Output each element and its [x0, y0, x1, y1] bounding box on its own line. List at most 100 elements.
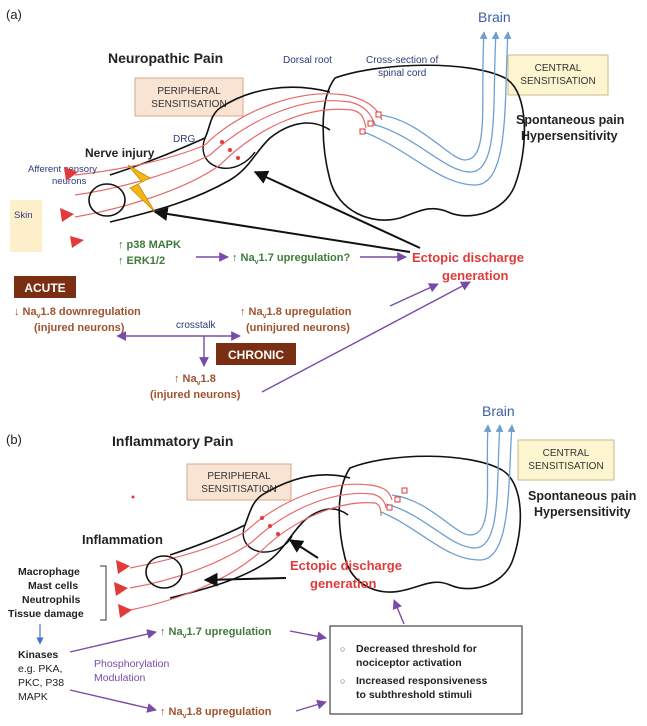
nerve-ending-b1	[116, 560, 130, 574]
panel-a-title: Neuropathic Pain	[108, 50, 223, 66]
panel-a-brain-label: Brain	[478, 9, 511, 25]
skin-label: Skin	[14, 210, 32, 221]
arrow-kinase-to-nav17-b	[70, 632, 156, 652]
nerve-ending-a2	[60, 208, 74, 222]
hypersensitivity-label: Hypersensitivity	[521, 129, 618, 143]
nav18-injured-line2: (injured neurons)	[150, 389, 241, 401]
drg-dot-1	[220, 140, 224, 144]
nav18-injured-label: ↑ Nav1.8	[174, 373, 216, 387]
kinases-example-line2: PKC, P38	[18, 677, 64, 689]
spontaneous-pain-label: Spontaneous pain	[516, 113, 624, 127]
panel-b-brain-label: Brain	[482, 403, 515, 419]
tissue-damage-label: Tissue damage	[8, 608, 84, 620]
mast-cells-label: Mast cells	[28, 580, 78, 592]
ascending-fiber-1	[380, 32, 484, 160]
panel-b-title: Inflammatory Pain	[112, 433, 233, 449]
erk-label: ↑ ERK1/2	[118, 255, 165, 267]
ectopic-discharge-b-line1: Ectopic discharge	[290, 558, 402, 573]
nerve-ending-b3	[118, 604, 132, 618]
drg-dot-3	[236, 156, 240, 160]
dorsal-root-label: Dorsal root	[283, 55, 332, 66]
synapse-markers-b	[387, 488, 407, 510]
arrow-ectopic-to-injury	[155, 212, 410, 252]
central-sensitisation-line2: SENSITISATION	[520, 76, 595, 87]
cross-section-label-line2: spinal cord	[378, 68, 426, 79]
central-sensitisation-box-b	[518, 440, 614, 480]
arrow-nav17-to-box	[290, 631, 326, 638]
arrow-ectopic-b-to-drg	[290, 540, 318, 558]
drg-label: DRG	[173, 134, 195, 145]
drg-dot-b2	[268, 524, 272, 528]
peripheral-sensitisation-box	[135, 78, 243, 116]
drg-outline	[203, 138, 255, 168]
ectopic-discharge-label-line2: generation	[442, 268, 509, 283]
central-sensitisation-box	[508, 55, 608, 95]
panel-b-label: (b)	[6, 432, 22, 447]
ascending-fibers-b	[381, 425, 512, 560]
box-bullet-1: ○	[340, 644, 345, 654]
ectopic-black-arrows	[155, 172, 420, 252]
arrow-injured-to-ectopic	[262, 282, 470, 392]
nav18-up-label: ↑ Nav1.8 upregulation	[240, 306, 352, 320]
arrow-ectopic-b-to-site	[205, 578, 286, 580]
synapse-2	[368, 121, 373, 126]
nav18-up-uninjured-label: (uninjured neurons)	[246, 322, 350, 334]
acute-label: ACUTE	[24, 281, 65, 295]
phosphorylation-label: Phosphorylation	[94, 658, 169, 670]
ascending-fiber-b3	[381, 425, 512, 560]
nerve-ending-a3	[70, 236, 84, 248]
ascending-fiber-b1	[392, 425, 488, 535]
spontaneous-pain-label-b: Spontaneous pain	[528, 489, 636, 503]
ectopic-discharge-b-line2: generation	[310, 576, 377, 591]
central-sensitisation-b-line2: SENSITISATION	[528, 461, 603, 472]
drg-dot-b3	[276, 532, 280, 536]
synapse-b2	[395, 497, 400, 502]
central-sensitisation-line1: CENTRAL	[535, 63, 582, 74]
nav18-down-label: ↓ Nav1.8 downregulation	[14, 306, 141, 320]
panel-a: (a) Neuropathic Pain Brain Dorsal root C…	[6, 7, 624, 401]
nav17-upregulation-b-label: ↑ Nav1.7 upregulation	[160, 626, 272, 640]
afferent-fibers-b	[130, 484, 392, 610]
cell-list-bracket	[100, 566, 106, 620]
peripheral-sensitisation-b-line1: PERIPHERAL	[207, 471, 271, 482]
synapse-b3	[387, 505, 392, 510]
box-line-1: Decreased threshold for	[356, 643, 477, 655]
arrow-ectopic-to-drg	[255, 172, 420, 248]
box-line-2: nociceptor activation	[356, 657, 462, 669]
ascending-fiber-b2	[386, 425, 500, 548]
hypersensitivity-label-b: Hypersensitivity	[534, 505, 631, 519]
central-sensitisation-b-line1: CENTRAL	[543, 448, 590, 459]
peripheral-sensitisation-line1: PERIPHERAL	[157, 86, 221, 97]
nerve-ending-b2	[114, 582, 128, 596]
panel-b: (b) Inflammatory Pain Brain CENTRAL SENS…	[6, 403, 636, 720]
panel-a-label: (a)	[6, 7, 22, 22]
drg-dot-b1	[260, 516, 264, 520]
box-bullet-2: ○	[340, 676, 345, 686]
crosstalk-label: crosstalk	[176, 320, 216, 331]
stray-dot	[132, 496, 135, 499]
arrow-box-to-ectopic	[394, 600, 404, 624]
dorsal-root-outline-lower	[110, 123, 330, 222]
fiber-b2	[130, 493, 386, 588]
box-line-3: Increased responsiveness	[356, 675, 487, 687]
kinases-example-line1: e.g. PKA,	[18, 663, 62, 675]
nerve-injury-label: Nerve injury	[85, 146, 155, 160]
nerve-endings-b	[114, 560, 132, 618]
nav18-upregulation-b-label: ↑ Nav1.8 upregulation	[160, 706, 272, 720]
drg-dot-2	[228, 148, 232, 152]
arrow-kinase-to-nav18-b	[70, 690, 156, 710]
synapse-3	[360, 129, 365, 134]
box-line-4: to subthreshold stimuli	[356, 689, 472, 701]
afferent-label-line1: Afferent sensory	[28, 164, 97, 175]
modulation-label: Modulation	[94, 672, 146, 684]
inflammation-label: Inflammation	[82, 532, 163, 547]
nav17-upregulation-label: ↑ Nav1.7 upregulation?	[232, 252, 350, 266]
neutrophils-label: Neutrophils	[22, 594, 80, 606]
p38-mapk-label: ↑ p38 MAPK	[118, 239, 181, 251]
lightning-bolt-icon	[128, 165, 155, 212]
skin-box	[10, 200, 42, 252]
macrophage-label: Macrophage	[18, 566, 80, 578]
drg-dots-b	[132, 496, 281, 537]
